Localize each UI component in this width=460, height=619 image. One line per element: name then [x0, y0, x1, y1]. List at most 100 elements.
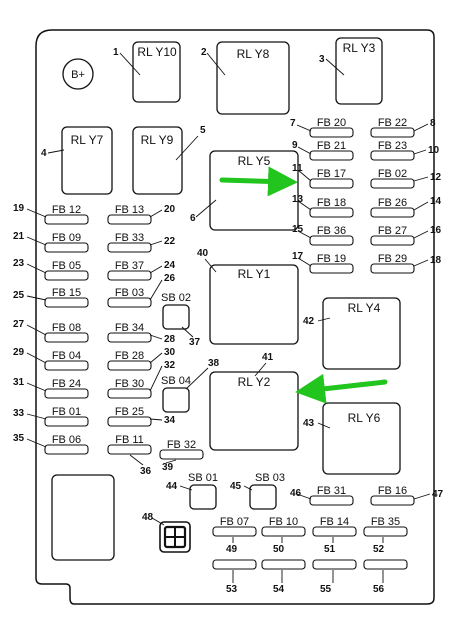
fuse-fb07	[212, 526, 257, 537]
battery-terminal-label: B+	[71, 69, 85, 81]
fuse-fb32	[159, 449, 204, 460]
fuse-fb17-number: 11	[292, 163, 303, 174]
fuse-fb15-label: FB 15	[52, 287, 81, 299]
fuse-fb05-label: FB 05	[52, 260, 81, 272]
relay-rly8-number: 2	[201, 47, 207, 58]
fuse-fb15	[44, 297, 89, 308]
shapes-layer	[35, 29, 435, 605]
fuse-fb13-leader	[149, 209, 163, 218]
fuse-fb04-label: FB 04	[52, 350, 81, 362]
fuse-fb01	[44, 416, 89, 427]
fuse-fb08	[44, 332, 89, 343]
fuse-fb06-leader	[26, 438, 47, 448]
fuse-fb28-label: FB 28	[115, 350, 144, 362]
fuse-fb01-leader	[26, 413, 47, 420]
fuse-fb27	[370, 235, 415, 246]
fuse-fb24-number: 31	[13, 377, 25, 388]
fuse-fb01-label: FB 01	[52, 406, 81, 418]
fuse-fb25-label: FB 25	[115, 406, 144, 418]
fuse-fb05	[44, 270, 89, 281]
fuse-fb16-number: 47	[432, 489, 444, 500]
fuse-fb26-leader	[413, 201, 429, 211]
relay-rly2-label: RL Y2	[238, 375, 271, 389]
sb-sb01-leader	[179, 485, 193, 491]
fuse-fb18-label: FB 18	[317, 197, 346, 209]
connector-leader	[151, 517, 165, 526]
fuse-fb17-label: FB 17	[317, 168, 346, 180]
relay-rly7	[61, 126, 113, 195]
relay-rly3-number: 3	[319, 54, 325, 65]
fuse-fb30	[107, 388, 152, 399]
relay-rly2-number: 41	[262, 352, 274, 363]
fuse-fb32-number: 39	[162, 462, 174, 473]
fuse-fb07-label: FB 07	[220, 516, 249, 528]
relay-rly5-leader	[195, 199, 217, 218]
sb-sb01	[189, 484, 217, 510]
fuse-fb32-label: FB 32	[167, 439, 196, 451]
fuse-fb03-label: FB 03	[115, 287, 144, 299]
fuse-fb23-leader	[413, 149, 427, 155]
fuse-fb17-leader	[297, 169, 312, 182]
fuse-fb27-leader	[413, 230, 429, 239]
relay-rly7-label: RL Y7	[71, 133, 104, 147]
fuse-fb13-number: 20	[164, 204, 176, 215]
fuse-fb33-label: FB 33	[115, 232, 144, 244]
relay-rly5-label: RL Y5	[238, 154, 271, 168]
fuse-fb16-leader	[413, 493, 431, 500]
fuse-fb03-leader	[149, 279, 163, 301]
fuse-fb21-label: FB 21	[317, 140, 346, 152]
fuse-fb30-number: 32	[164, 360, 176, 371]
relay-rly5	[209, 150, 299, 231]
fuse-fb04-leader	[26, 352, 47, 364]
relay-rly3-label: RL Y3	[343, 41, 376, 55]
fuse-fb29	[370, 263, 415, 274]
fuse-fb19-leader	[297, 257, 312, 267]
fuse-fb18	[309, 207, 354, 218]
fuse-fb36-number: 15	[292, 224, 304, 235]
relay-rly4	[322, 297, 401, 370]
leader-lines-layer	[26, 52, 431, 583]
fuse-fb03-number: 26	[164, 273, 176, 284]
fuse-fb22-leader	[413, 123, 429, 132]
fuse-fb05-leader	[26, 263, 47, 274]
fuse-fb33	[107, 242, 152, 253]
fuse-fb06	[44, 444, 89, 455]
relay-rly8-label: RL Y8	[237, 47, 270, 61]
fuse-fb10-label: FB 10	[269, 516, 298, 528]
relay-rly1	[209, 264, 299, 345]
connector-number: 48	[142, 512, 154, 523]
fuse-fb04-number: 29	[13, 347, 25, 358]
fuse-fb02	[370, 178, 415, 189]
fuse-fb09	[44, 242, 89, 253]
fuse-fb11	[107, 444, 152, 455]
fuse-fb34-label: FB 34	[115, 322, 144, 334]
sb-sb02-label: SB 02	[161, 292, 191, 304]
fuse-fb08-leader	[26, 324, 47, 336]
fuse-fb33-number: 22	[164, 236, 176, 247]
relay-rly4-label: RL Y4	[348, 301, 381, 315]
relay-rly10	[132, 41, 181, 103]
relay-rly2-leader	[254, 362, 267, 377]
fuse-fb14-number: 51	[324, 544, 336, 555]
fuse-fb37-label: FB 37	[115, 260, 144, 272]
fuse-fb21	[309, 150, 354, 161]
fuse-fb27-label: FB 27	[378, 225, 407, 237]
fuse-fb11-number: 36	[140, 466, 152, 477]
relay-rly9-label: RL Y9	[141, 133, 174, 147]
relay-rly10-label: RL Y10	[137, 45, 177, 59]
arrow-to-fb17	[219, 166, 298, 197]
fuse-fb26	[370, 207, 415, 218]
sb-sb04-number: 38	[208, 358, 220, 369]
fuse-fb21-leader	[297, 146, 312, 155]
fuse-fb20-label: FB 20	[317, 117, 346, 129]
fuse-fb12	[44, 214, 89, 225]
arrow-to-rly2	[295, 373, 388, 404]
sb-sb03-leader	[243, 485, 253, 491]
fuse-fb14b	[312, 559, 357, 570]
fuse-fb35-number: 52	[373, 544, 385, 555]
fuse-fb12-leader	[26, 208, 47, 218]
fuse-fb25-leader	[149, 418, 163, 421]
